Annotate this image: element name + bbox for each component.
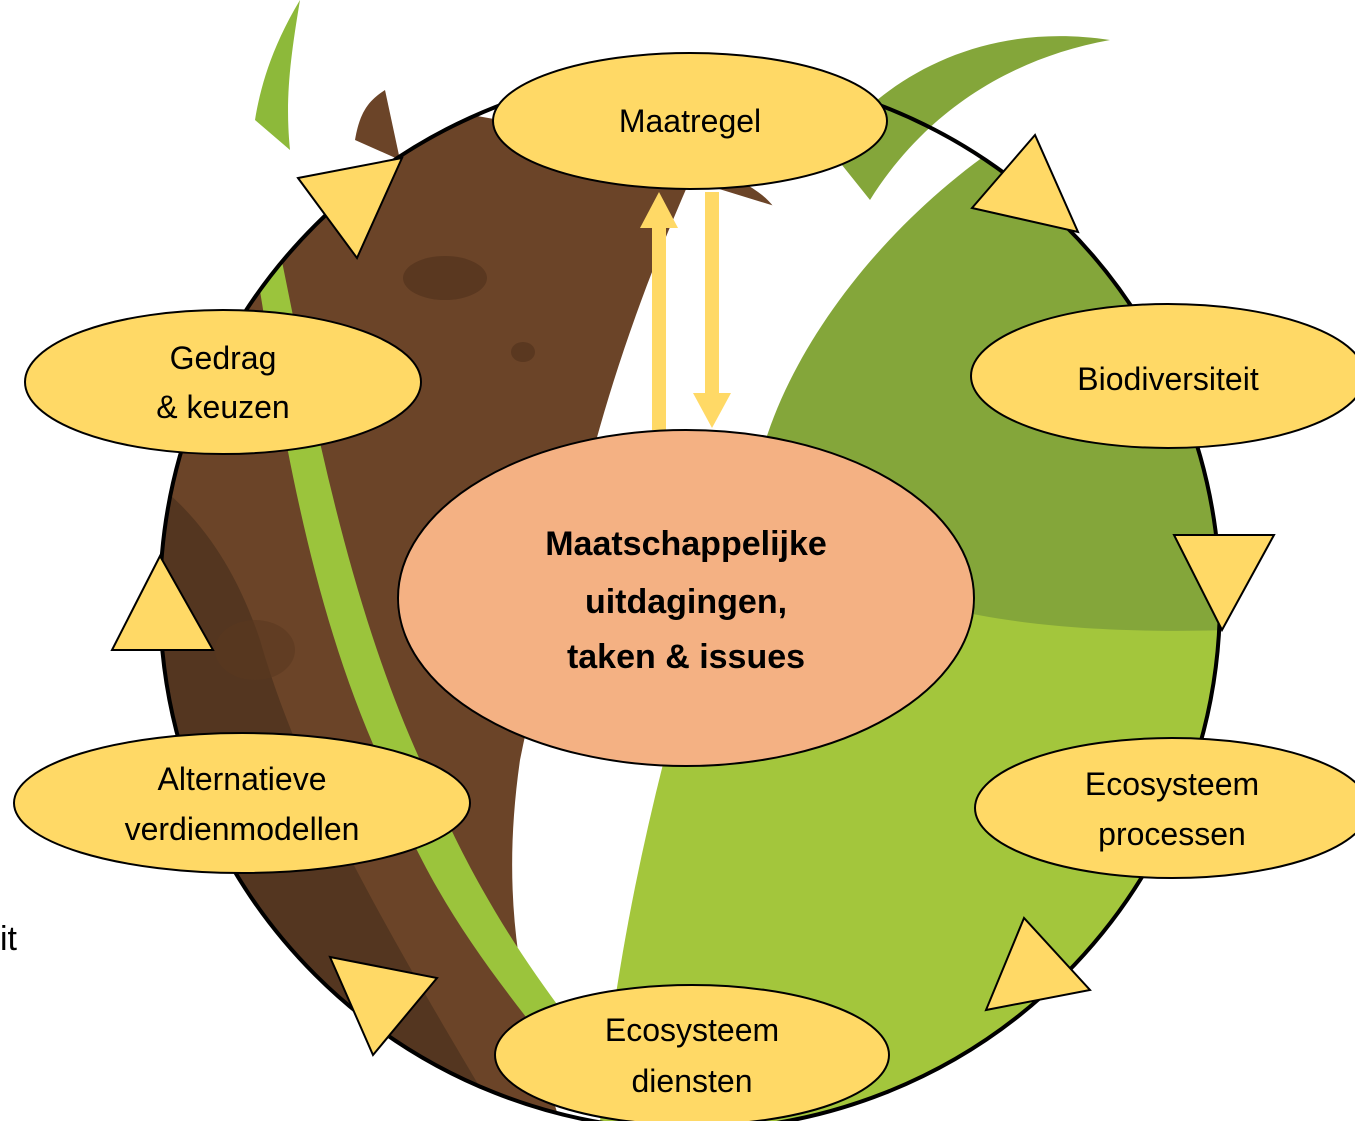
node-ecosysteem-diensten-line-2: diensten — [632, 1063, 753, 1099]
center-line-1: Maatschappelijke — [545, 525, 827, 563]
node-gedrag-keuzen-line-1: Gedrag — [170, 340, 277, 376]
arrow-diensten-to-verdienmodellen — [328, 955, 439, 1057]
arrow-gedrag-to-maatregel — [296, 156, 404, 260]
node-gedrag-keuzen: Gedrag & keuzen — [24, 309, 422, 455]
node-ecosysteem-diensten-line-1: Ecosysteem — [605, 1012, 779, 1048]
connector-down-arrow — [693, 192, 731, 428]
arrow-verdienmodellen-to-gedrag — [110, 553, 215, 651]
connector-up-arrow — [640, 192, 678, 430]
node-ecosysteem-processen: Ecosysteem processen — [974, 737, 1355, 879]
center-node: Maatschappelijke uitdagingen, taken & is… — [397, 429, 975, 767]
node-biodiversiteit-label: Biodiversiteit — [1077, 361, 1259, 397]
node-alternatieve-verdienmodellen: Alternatieve verdienmodellen — [13, 732, 471, 874]
center-line-2: uitdagingen, — [585, 583, 787, 621]
arrow-processen-to-diensten — [984, 916, 1092, 1012]
node-maatregel-label: Maatregel — [619, 103, 761, 139]
white-swoosh — [538, 180, 820, 1121]
grass-tip-top-left — [255, 0, 300, 150]
node-alternatieve-verdienmodellen-line-1: Alternatieve — [158, 761, 327, 797]
node-biodiversiteit: Biodiversiteit — [970, 303, 1355, 449]
soil-speck — [403, 256, 487, 300]
soil-speck — [215, 620, 295, 680]
node-alternatieve-verdienmodellen-line-2: verdienmodellen — [125, 811, 360, 847]
center-line-3: taken & issues — [567, 638, 805, 676]
node-ecosysteem-processen-line-1: Ecosysteem — [1085, 766, 1259, 802]
node-gedrag-keuzen-line-2: & keuzen — [156, 389, 289, 425]
node-ecosysteem-processen-line-2: processen — [1098, 816, 1246, 852]
soil-speck — [511, 342, 535, 362]
node-maatregel: Maatregel — [492, 52, 888, 190]
node-ecosysteem-diensten: Ecosysteem diensten — [494, 984, 890, 1126]
left-text-fragment: it — [0, 920, 18, 958]
arrow-maatregel-to-biodiversiteit — [970, 133, 1080, 234]
arrow-biodiversiteit-to-processen — [1172, 534, 1276, 633]
soil-tip-top — [355, 90, 400, 160]
